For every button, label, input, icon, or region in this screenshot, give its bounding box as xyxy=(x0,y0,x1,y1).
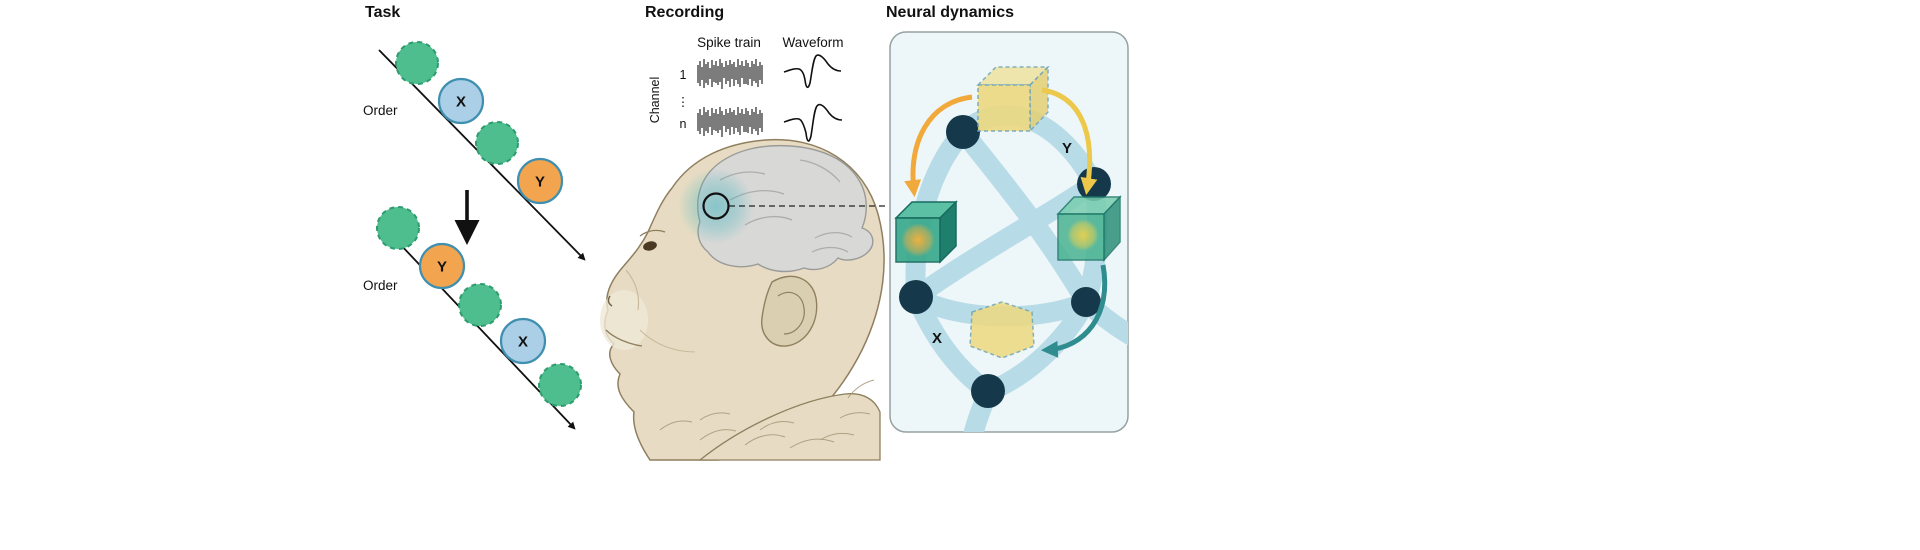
nostril xyxy=(607,295,613,307)
distractor-circle xyxy=(538,363,582,407)
order-label: Order xyxy=(363,103,398,118)
neural-dynamics-title: Neural dynamics xyxy=(886,4,1014,21)
channel-ellipsis: ⋮ xyxy=(677,95,690,109)
stimulus-x-circle xyxy=(499,317,547,365)
muzzle-line xyxy=(625,269,640,311)
network-node xyxy=(1071,287,1101,317)
brain-outline xyxy=(697,144,874,273)
stimulus-x-label: X xyxy=(518,334,528,351)
order-label: Order xyxy=(363,278,398,293)
cheek-line xyxy=(639,329,696,353)
monkey-head-illustration xyxy=(600,138,885,461)
recording-site-glow xyxy=(678,168,754,244)
task-sequence-top: Order X Y xyxy=(363,41,586,261)
stimulus-x-circle xyxy=(437,77,485,125)
channel-1-label: 1 xyxy=(680,68,687,82)
monkey-eye xyxy=(643,241,657,251)
channel-n-label: n xyxy=(680,117,687,131)
monkey-ear xyxy=(761,275,818,347)
network-node xyxy=(946,115,980,149)
yellow-activity-core xyxy=(1067,219,1099,251)
recording-title: Recording xyxy=(645,4,724,21)
stimulus-y-circle xyxy=(418,242,466,290)
neural-dynamics-panel: Neural dynamics xyxy=(886,4,1129,433)
waveform-trace-n xyxy=(783,103,843,142)
waveform-label: Waveform xyxy=(782,35,843,50)
distractor-circle xyxy=(475,121,519,165)
stimulus-y-label: Y xyxy=(535,174,545,191)
spike-train-row-n xyxy=(697,106,763,138)
brow-line xyxy=(639,229,666,237)
spike-train-label: Spike train xyxy=(697,35,761,50)
fur-strokes xyxy=(659,379,875,449)
distractor-circle xyxy=(395,41,439,85)
task-title: Task xyxy=(365,4,400,21)
dynamics-content: Y X xyxy=(894,65,1128,432)
network-node xyxy=(899,280,933,314)
transition-arrow-teal xyxy=(1040,264,1108,358)
distractor-circle xyxy=(376,206,420,250)
cerebellum-line xyxy=(814,232,853,239)
stimulus-y-circle xyxy=(516,157,564,205)
recording-panel: Recording Spike train Waveform Channel 1… xyxy=(600,4,888,461)
transition-arrow-orange xyxy=(904,94,973,198)
active-state-cube-right xyxy=(1056,195,1122,262)
ear-inner-line xyxy=(777,291,805,335)
cerebellum-line xyxy=(811,246,849,253)
orange-activity-core xyxy=(901,223,935,257)
stimulus-y-label: Y xyxy=(437,259,447,276)
latent-state-shape-x xyxy=(969,301,1035,359)
recording-site-circle xyxy=(702,192,730,220)
network-node xyxy=(971,374,1005,408)
latent-state-cube-y xyxy=(976,65,1050,133)
task-sequence-bottom: Order Y X xyxy=(363,206,582,430)
state-x-label: X xyxy=(932,330,942,347)
channel-axis-label: Channel xyxy=(648,77,662,124)
brain xyxy=(697,144,874,273)
task-panel: Task Order X Y Order Y X xyxy=(363,4,586,430)
network-nodes xyxy=(899,115,1111,408)
active-state-cube-left xyxy=(894,200,958,264)
distractor-circle xyxy=(458,283,502,327)
monkey-shoulder xyxy=(698,393,881,461)
spike-train-row-1 xyxy=(697,58,763,90)
network-node xyxy=(1077,167,1111,201)
mouth-line xyxy=(605,329,643,347)
waveform-trace-1 xyxy=(783,54,842,89)
stimulus-x-label: X xyxy=(456,94,466,111)
transition-arrow-yellow xyxy=(1041,87,1098,196)
sulcus-line xyxy=(799,159,841,183)
state-y-label: Y xyxy=(1062,140,1072,157)
